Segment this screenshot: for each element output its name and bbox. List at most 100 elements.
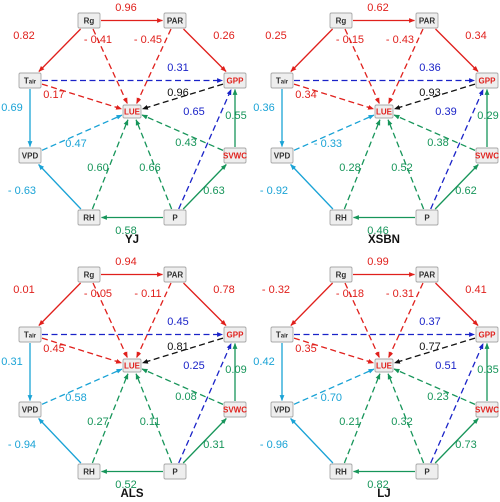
node-box-gpp: [223, 326, 247, 343]
coef-rh-lue: 0.28: [339, 162, 360, 174]
node-box-gpp: [475, 326, 499, 343]
coef-par-gpp: 0.78: [213, 284, 234, 296]
path-arrow-vpd-to-lue: [293, 368, 375, 405]
coef-rg-par: 0.62: [367, 2, 388, 14]
coef-p-gpp: 0.39: [435, 106, 456, 118]
coef-par-gpp: 0.41: [465, 284, 486, 296]
coef-rg-lue: - 0.15: [336, 34, 364, 46]
coef-rh-vpd: - 0.63: [8, 185, 36, 197]
coef-p-svwc: 0.62: [455, 185, 476, 197]
node-label-tair: Tair: [276, 331, 289, 340]
path-arrow-rg-to-tair: [38, 282, 82, 326]
path-arrow-rg-to-tair: [290, 28, 334, 72]
coef-svwc-gpp: 0.55: [225, 110, 246, 122]
node-box-svwc: [475, 401, 499, 418]
path-arrow-rh-to-lue: [91, 373, 129, 464]
coef-tair-lue: 0.35: [295, 343, 316, 355]
path-arrow-rh-to-vpd: [290, 164, 334, 210]
coef-tair-gpp: 0.37: [419, 316, 440, 328]
node-box-lue: [122, 358, 142, 373]
path-arrow-vpd-to-lue: [41, 114, 123, 151]
panel-title: XSBN: [368, 234, 400, 246]
coef-svwc-lue: 0.43: [175, 137, 196, 149]
path-arrow-p-to-lue: [387, 373, 425, 464]
node-label-vpd: VPD: [22, 406, 39, 415]
node-label-svwc: SVWC: [223, 406, 247, 415]
path-arrow-rh-to-vpd: [38, 418, 82, 464]
node-label-tair: Tair: [24, 77, 37, 86]
path-arrow-rg-to-lue: [92, 282, 128, 358]
coef-par-lue: - 0.45: [134, 34, 162, 46]
node-label-rg: Rg: [84, 271, 95, 280]
path-arrow-p-to-svwc: [434, 164, 479, 210]
path-arrow-rh-to-vpd: [38, 164, 82, 210]
node-box-p: [415, 209, 439, 226]
path-arrow-p-to-gpp: [430, 88, 484, 210]
path-arrow-svwc-to-lue: [141, 114, 224, 151]
node-label-lue: LUE: [124, 108, 141, 117]
node-box-svwc: [223, 147, 247, 164]
path-arrow-rh-to-lue: [91, 119, 129, 210]
path-arrow-gpp-to-lue: [141, 83, 224, 110]
coef-vpd-lue: 0.58: [65, 392, 86, 404]
node-label-par: PAR: [419, 17, 436, 26]
coef-p-lue: 0.32: [391, 416, 412, 428]
coef-p-gpp: 0.51: [435, 360, 456, 372]
path-arrow-rh-to-lue: [343, 373, 381, 464]
node-box-par: [415, 12, 439, 29]
node-box-par: [415, 266, 439, 283]
path-arrow-p-to-gpp: [178, 88, 232, 210]
node-box-svwc: [223, 401, 247, 418]
path-arrow-p-to-lue: [135, 373, 173, 464]
node-box-rh: [77, 209, 101, 226]
coef-p-rh: 0.58: [115, 225, 136, 237]
coef-p-svwc: 0.63: [203, 185, 224, 197]
node-label-lue: LUE: [124, 362, 141, 371]
path-arrow-par-to-lue: [388, 28, 424, 104]
path-arrow-svwc-to-lue: [393, 368, 476, 405]
node-label-vpd: VPD: [274, 406, 291, 415]
node-box-rh: [77, 463, 101, 480]
coef-gpp-lue: 0.93: [419, 87, 440, 99]
node-box-vpd: [18, 147, 42, 164]
node-box-tair: [18, 326, 42, 343]
node-label-rh: RH: [83, 214, 95, 223]
path-arrow-par-to-gpp: [183, 282, 227, 326]
coef-vpd-lue: 0.47: [65, 138, 86, 150]
path-arrow-par-to-gpp: [435, 282, 479, 326]
node-label-par: PAR: [167, 271, 184, 280]
node-box-rg: [77, 266, 101, 283]
node-label-svwc: SVWC: [223, 152, 247, 161]
path-arrow-gpp-to-lue: [393, 337, 476, 364]
coef-tair-lue: 0.17: [43, 89, 64, 101]
coef-svwc-lue: 0.38: [427, 137, 448, 149]
coef-p-rh: 0.82: [367, 479, 388, 491]
path-arrow-rg-to-lue: [344, 28, 380, 104]
coef-tair-gpp: 0.36: [419, 62, 440, 74]
coef-gpp-lue: 0.96: [167, 87, 188, 99]
path-arrow-rg-to-tair: [290, 282, 334, 326]
path-arrow-rh-to-lue: [343, 119, 381, 210]
path-arrow-p-to-svwc: [182, 164, 227, 210]
path-arrow-tair-to-lue: [41, 337, 123, 364]
node-label-gpp: GPP: [227, 331, 245, 340]
node-box-rg: [77, 12, 101, 29]
path-arrow-tair-to-lue: [41, 83, 123, 110]
coef-svwc-gpp: 0.09: [225, 364, 246, 376]
panel-title: LJ: [377, 488, 390, 500]
coef-rg-par: 0.94: [115, 256, 136, 268]
coef-rg-lue: - 0.41: [84, 34, 112, 46]
path-arrow-par-to-lue: [136, 28, 172, 104]
coef-rg-tair: 0.82: [13, 30, 34, 42]
node-label-par: PAR: [167, 17, 184, 26]
coef-p-gpp: 0.25: [183, 360, 204, 372]
coef-p-lue: 0.66: [139, 162, 160, 174]
path-arrow-p-to-gpp: [430, 342, 484, 464]
coef-rg-par: 0.99: [367, 256, 388, 268]
panel-title: ALS: [121, 488, 144, 500]
node-box-rg: [329, 266, 353, 283]
node-label-rh: RH: [83, 468, 95, 477]
coef-tair-gpp: 0.45: [167, 316, 188, 328]
